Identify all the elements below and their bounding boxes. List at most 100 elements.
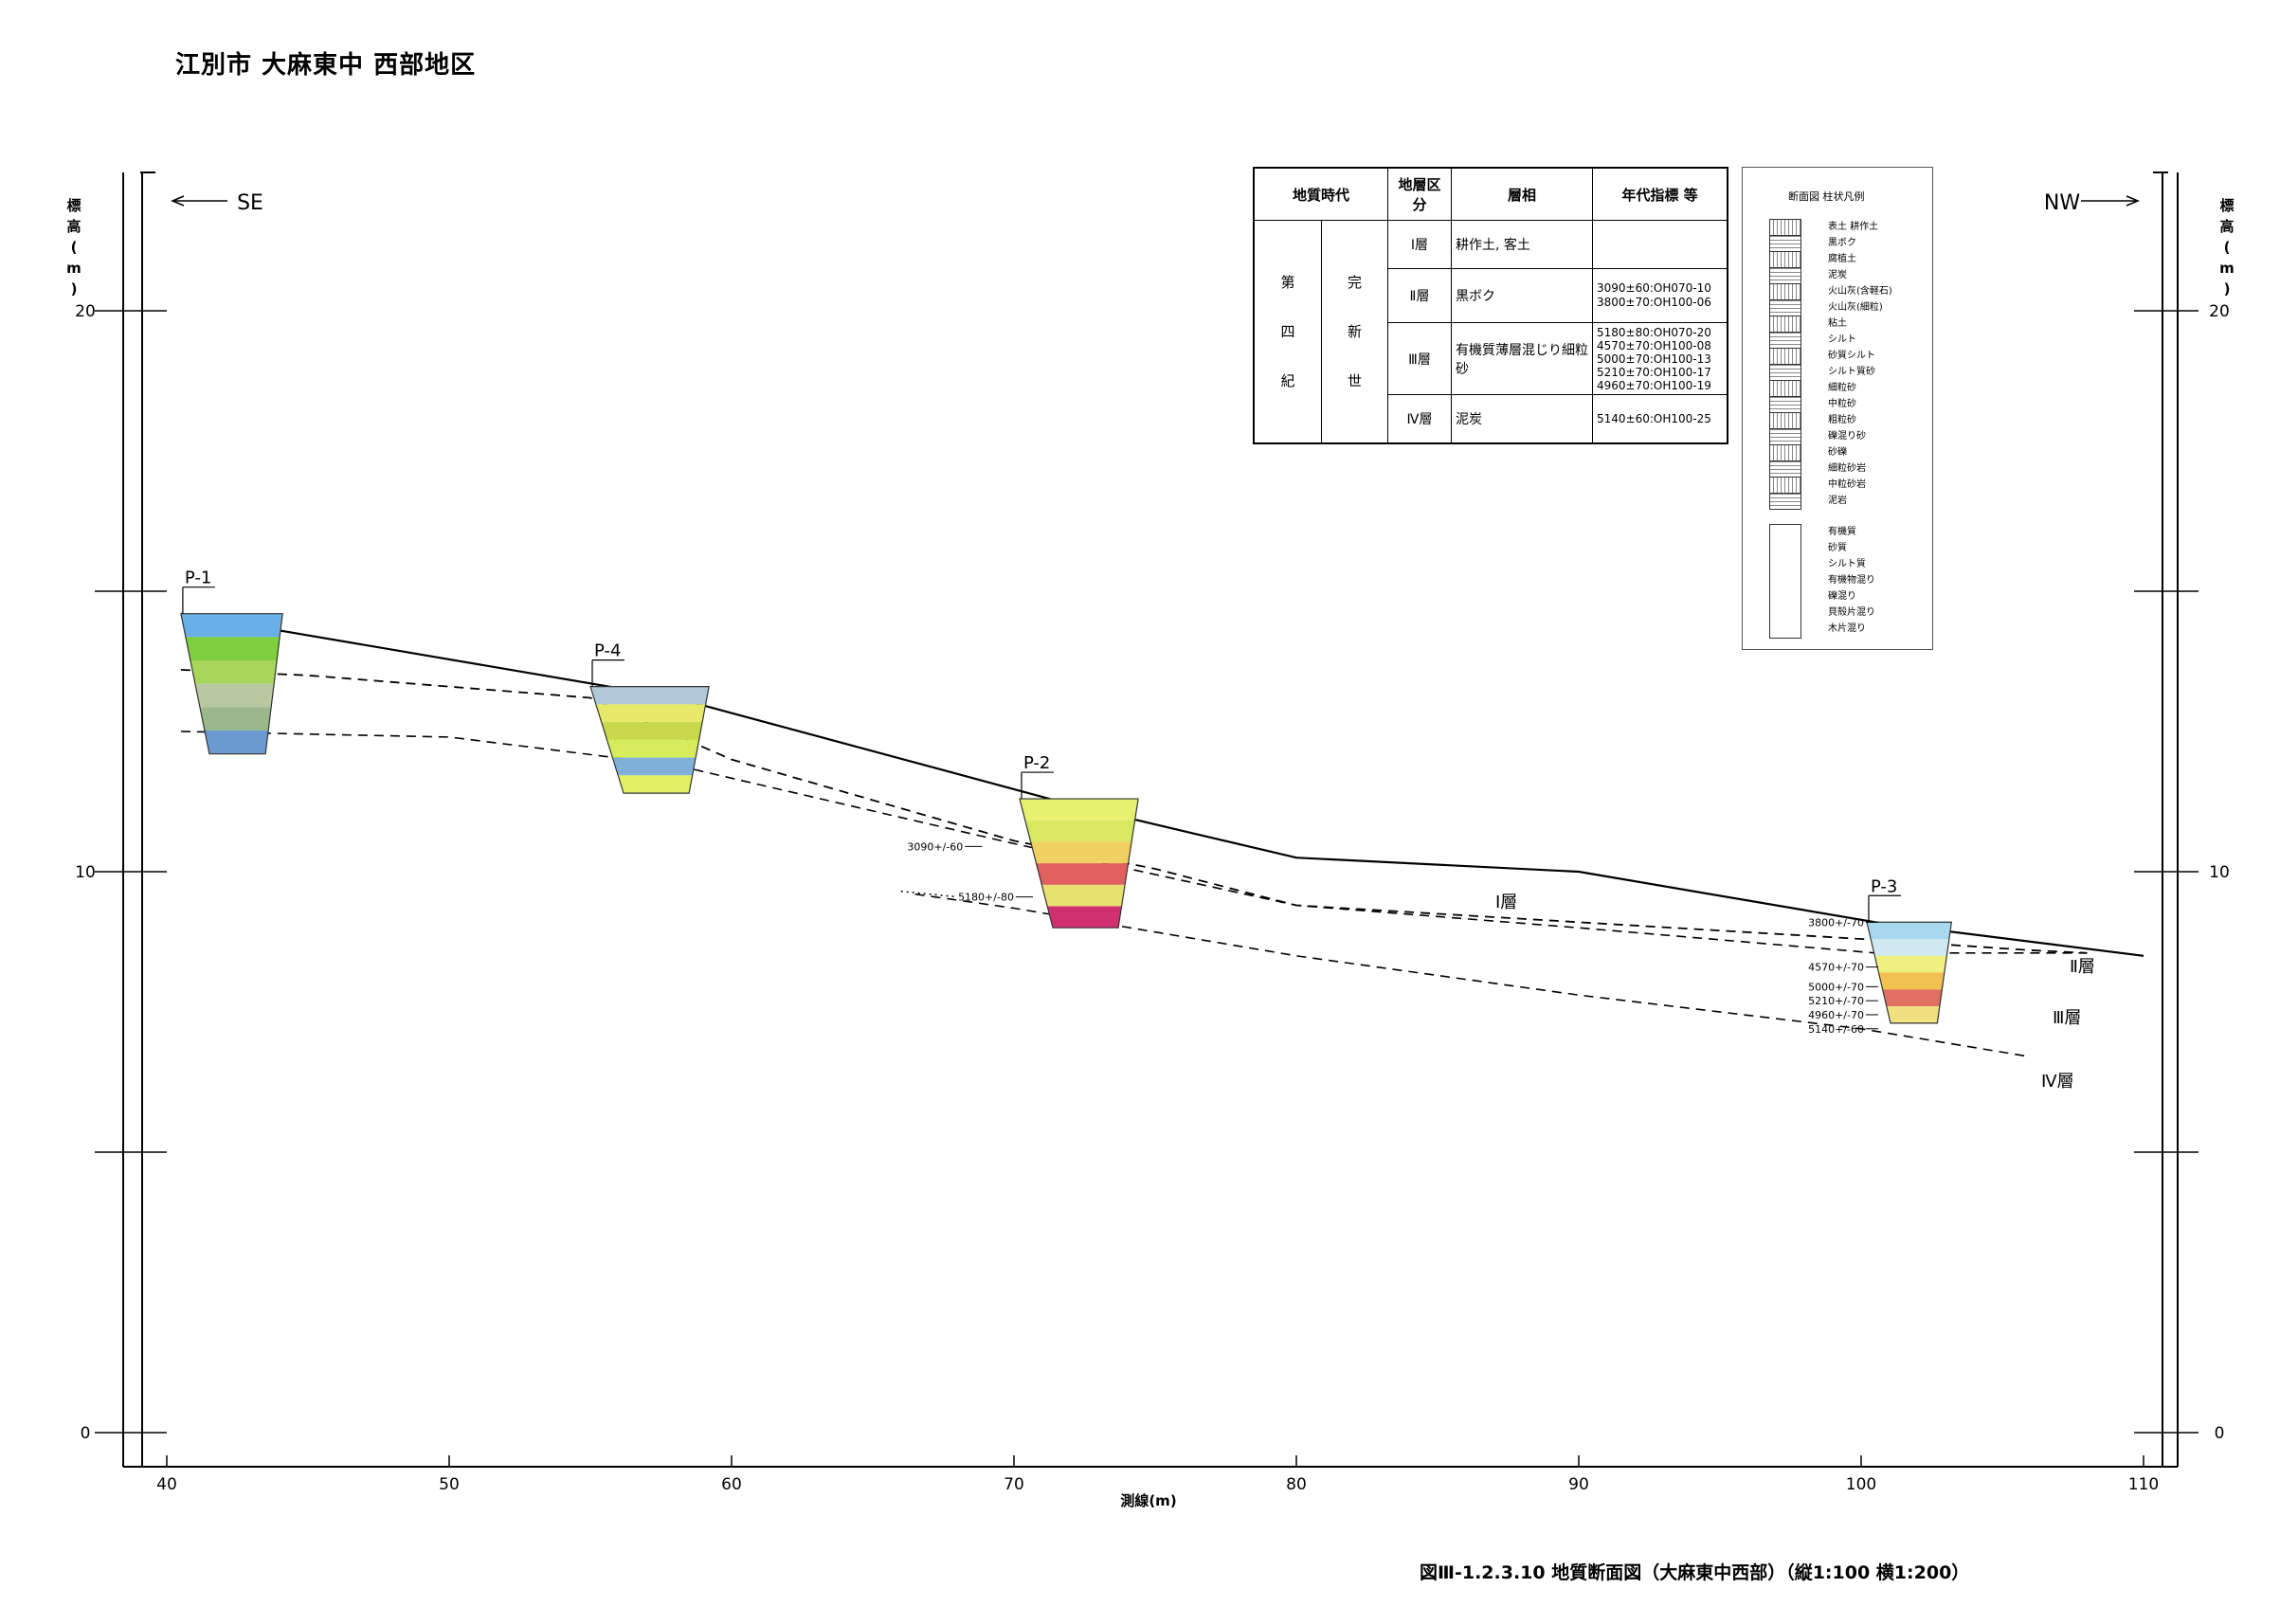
radiocarbon-date: 3090+/-60	[907, 840, 963, 853]
column-legend-heading: 断面図 柱状凡例	[1788, 190, 1865, 203]
column-band	[1047, 906, 1122, 929]
y-axis-label-char: 標	[66, 197, 81, 214]
radiocarbon-date: 5210+/-70	[1808, 995, 1864, 1007]
boundary-III-IV	[914, 893, 2031, 1058]
column-legend-modifier: 木片混り	[1828, 623, 1866, 634]
strat-age: 3090±60:OH070-10 3800±70:OH100-06	[1592, 268, 1728, 323]
column-band	[180, 613, 283, 638]
radiocarbon-date: 4960+/-70	[1808, 1009, 1864, 1021]
strat-era-char: 新	[1347, 323, 1362, 340]
strat-era-char: 紀	[1280, 372, 1295, 389]
column-legend-item: 火山灰(細粒)	[1828, 302, 1883, 313]
direction-label-se: SE	[237, 191, 263, 215]
column-legend-swatch	[1769, 460, 1801, 478]
column-band	[1866, 922, 1952, 940]
column-legend-swatch	[1769, 316, 1801, 333]
radiocarbon-date: 3800+/-70	[1808, 916, 1864, 929]
layer-label: Ⅱ層	[2070, 957, 2095, 977]
column-legend-swatch	[1769, 235, 1801, 252]
column-legend-item: 中粒砂岩	[1828, 479, 1866, 490]
column-band	[606, 739, 699, 758]
y-tick-label: 10	[75, 863, 96, 882]
strat-layer: Ⅲ層	[1387, 322, 1452, 395]
column-band	[1041, 884, 1126, 907]
column-legend-swatch	[1769, 477, 1801, 494]
strat-header-facies: 層相	[1451, 167, 1593, 221]
column-legend-swatch	[1769, 444, 1801, 461]
y-axis-label-right-char: )	[2224, 280, 2231, 298]
column-legend-modifier: 砂質	[1828, 543, 1847, 553]
column-band	[1874, 955, 1947, 973]
strat-header-age: 年代指標 等	[1592, 167, 1728, 221]
strat-age	[1592, 220, 1728, 269]
column-band	[1036, 863, 1129, 885]
strat-era-char: 完	[1347, 274, 1362, 291]
ground-surface	[180, 612, 2144, 957]
column-legend-item: 細粒砂岩	[1828, 463, 1866, 474]
column-legend-modifier: 礫混り	[1828, 591, 1856, 602]
column-band	[1030, 841, 1132, 864]
column-band	[199, 707, 272, 731]
layer-label: Ⅲ層	[2053, 1008, 2081, 1028]
layer-label: Ⅰ層	[1495, 893, 1517, 912]
radiocarbon-date: 4570+/-70	[1808, 962, 1864, 974]
y-tick-label-right: 0	[2215, 1424, 2225, 1443]
column-legend-list-modifiers: 有機質砂質シルト質有機物混り礫混り貝殻片混り木片混り	[1828, 524, 1875, 637]
strat-era-char: 世	[1347, 372, 1362, 389]
strat-age: 5140±60:OH100-25	[1592, 394, 1728, 444]
borehole-label: P-4	[594, 641, 621, 661]
y-axis-label-right-char: 標	[2219, 197, 2234, 214]
x-tick-label: 80	[1286, 1475, 1307, 1494]
strat-age: 5180±80:OH070-20 4570±70:OH100-08 5000±7…	[1592, 322, 1728, 395]
strat-layer: Ⅳ層	[1387, 394, 1452, 444]
x-tick-label: 60	[721, 1475, 742, 1494]
column-legend-item: 粘土	[1828, 318, 1847, 329]
y-axis-label-right-char: (	[2224, 239, 2231, 256]
column-band	[595, 704, 706, 723]
column-legend-item: 砂質シルト	[1828, 351, 1875, 361]
boundary-II-III	[180, 731, 2088, 954]
column-outline	[180, 613, 283, 755]
strat-era-epoch: 完 新 世	[1320, 220, 1389, 444]
boundary-I-II	[180, 669, 2088, 954]
column-band	[185, 637, 280, 661]
column-legend-swatch	[1769, 251, 1801, 268]
y-axis-label-char: (	[71, 239, 78, 256]
strat-facies: 耕作土, 客土	[1451, 220, 1593, 269]
column-band	[204, 731, 269, 754]
column-outline	[589, 686, 710, 794]
frame	[122, 171, 2179, 1468]
borehole-label: P-2	[1023, 753, 1050, 773]
column-legend-item: 火山灰(含軽石)	[1828, 286, 1892, 297]
column-legend-swatch	[1769, 380, 1801, 397]
column-legend-modifier: 貝殻片混り	[1828, 607, 1875, 618]
y-tick-label-right: 10	[2209, 863, 2230, 882]
column-legend-item: シルト	[1828, 334, 1856, 345]
borehole-column	[589, 686, 710, 794]
stratigraphy-table: 地質時代 地層区分 層相 年代指標 等 第 四 紀 完 新 世 Ⅰ層 耕作土, …	[1253, 167, 1728, 444]
x-tick-label: 70	[1004, 1475, 1024, 1494]
column-legend-item: シルト質砂	[1828, 367, 1875, 377]
page-title: 江別市 大麻東中 西部地区	[175, 51, 477, 80]
strat-header-layer: 地層区分	[1387, 167, 1452, 221]
y-tick-label-right: 20	[2209, 302, 2230, 321]
y-tick-label: 0	[81, 1424, 91, 1443]
strat-layer: Ⅰ層	[1387, 220, 1452, 269]
strat-era-char: 四	[1280, 323, 1295, 340]
radiocarbon-date: 5000+/-70	[1808, 981, 1864, 993]
borehole-column	[180, 613, 283, 755]
column-legend-swatch	[1769, 428, 1801, 445]
column-legend-item: 泥岩	[1828, 496, 1847, 506]
strat-facies: 有機質薄層混じり細粒砂	[1451, 322, 1593, 395]
column-band	[618, 775, 693, 794]
column-legend-modifier: 有機物混り	[1828, 575, 1875, 586]
column-legend-swatch	[1769, 364, 1801, 381]
column-legend-swatch	[1769, 299, 1801, 316]
column-legend-swatch	[1769, 493, 1801, 510]
borehole-column	[1866, 921, 1953, 1024]
column-band	[1019, 799, 1139, 821]
column-band	[1024, 820, 1135, 842]
column-legend-modifier: シルト質	[1828, 559, 1866, 569]
column-legend-item: 表土 耕作土	[1828, 222, 1879, 232]
strat-layer: Ⅱ層	[1387, 268, 1452, 323]
